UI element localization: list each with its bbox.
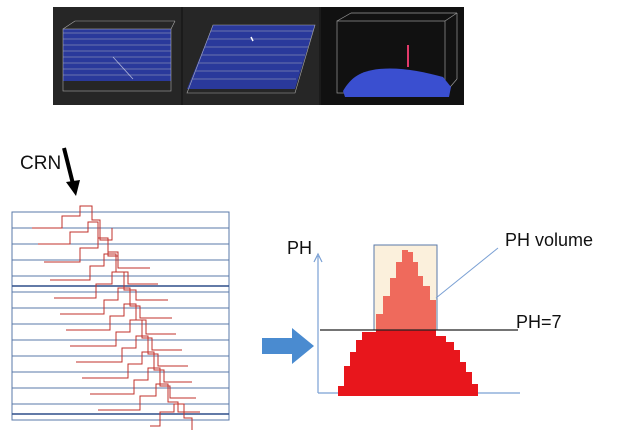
point-cloud-panels [53, 7, 464, 105]
ph-volume-label: PH volume [505, 230, 594, 250]
blue-right-arrow-icon [262, 328, 314, 364]
point-cloud-2-graphic [183, 7, 319, 105]
ph-volume-region [376, 250, 436, 330]
stacked-slices [11, 211, 230, 421]
point-cloud-1-graphic [53, 7, 181, 105]
point-cloud-3-graphic [321, 7, 464, 105]
black-down-arrow-icon [62, 147, 80, 196]
point-cloud-panel-1 [53, 7, 181, 105]
ph-threshold-label: PH=7 [516, 312, 562, 332]
point-cloud-panel-2 [183, 7, 319, 105]
crn-label: CRN [20, 153, 62, 174]
ph-axis-label: PH [287, 238, 313, 258]
point-cloud-panel-3 [321, 7, 464, 105]
ph-step-traces [32, 205, 200, 430]
ph-histogram [338, 330, 478, 396]
ph-volume-leader [435, 247, 499, 299]
